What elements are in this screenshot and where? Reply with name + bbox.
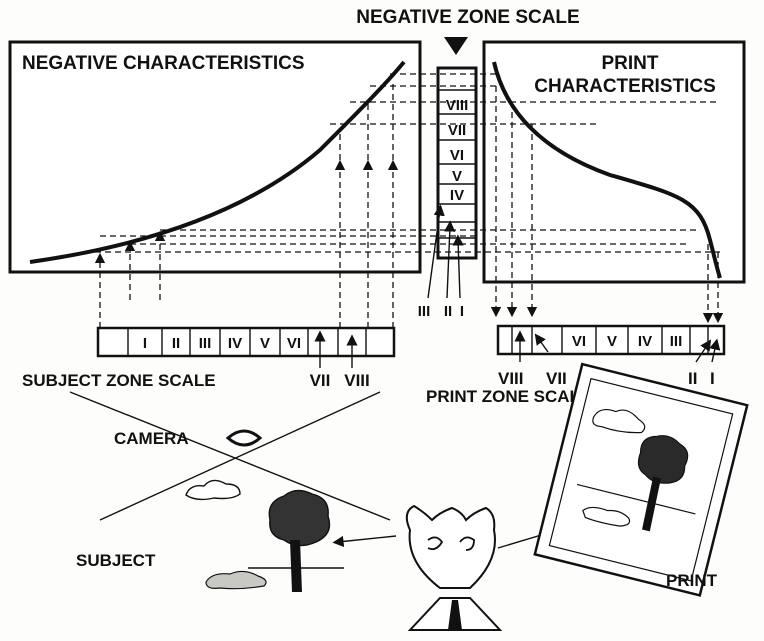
tree-icon <box>268 489 331 547</box>
print-label: PRINT <box>666 571 718 590</box>
negative-zone-label: VII <box>448 122 466 139</box>
photographer-head-icon <box>405 504 496 589</box>
subject-pointer-label: VIII <box>344 371 370 390</box>
arrow-to-subject <box>332 535 397 547</box>
negative-pointer-label: II <box>444 303 452 320</box>
print-characteristics-panel <box>482 40 746 284</box>
subject-zone-label: II <box>172 335 180 352</box>
subject-pointer-label: VII <box>310 371 331 390</box>
subject-zone-label: I <box>143 335 147 352</box>
camera-light-ray <box>69 391 391 521</box>
negative-characteristics-label: NEGATIVE CHARACTERISTICS <box>22 53 305 74</box>
cloud-icon <box>185 479 241 501</box>
negative-zone-label: VI <box>450 147 464 164</box>
camera-label: CAMERA <box>114 429 189 448</box>
photographer-face-icon <box>427 536 475 551</box>
negative-zone-label: V <box>452 168 462 185</box>
print-curve <box>492 61 722 279</box>
pointer-triangle <box>444 37 468 55</box>
negative-zone-scale-title: NEGATIVE ZONE SCALE <box>356 7 579 28</box>
negative-zone-scale <box>436 66 478 260</box>
print-photo-icon <box>533 362 749 597</box>
print-zone-label: IV <box>638 333 652 350</box>
print-zone-label: VI <box>572 333 586 350</box>
negative-zone-label: IV <box>450 187 464 204</box>
print-pointer-label: I <box>710 369 715 388</box>
print-characteristics-label-2: CHARACTERISTICS <box>534 76 716 97</box>
print-pointer-label: VII <box>546 369 567 388</box>
camera-lens-icon <box>225 429 263 447</box>
negative-characteristics-panel <box>8 40 422 274</box>
print-zone-label: V <box>607 333 617 350</box>
subject-zone-label: IV <box>228 335 242 352</box>
negative-zone-label: VIII <box>446 97 469 114</box>
print-zone-scale-label: PRINT ZONE SCALE <box>426 387 591 406</box>
print-pointer-label: II <box>688 369 697 388</box>
subject-zone-scale-label: SUBJECT ZONE SCALE <box>22 371 216 390</box>
negative-curve <box>29 60 406 264</box>
subject-label: SUBJECT <box>76 551 156 570</box>
subject-zone-label: III <box>199 335 212 352</box>
camera-light-ray <box>99 391 381 521</box>
puddle-icon <box>205 570 267 590</box>
print-zone-label: III <box>670 333 683 350</box>
negative-pointer-label: I <box>460 303 464 320</box>
print-characteristics-label-1: PRINT <box>602 53 659 74</box>
tree-trunk-icon <box>290 540 302 592</box>
subject-zone-label: V <box>260 335 270 352</box>
subject-zone-label: VI <box>287 335 301 352</box>
negative-pointer-label: III <box>418 303 431 320</box>
subject-zone-scale <box>96 326 396 358</box>
photographer-tie-icon <box>448 600 462 630</box>
print-pointer-label: VIII <box>498 369 524 388</box>
